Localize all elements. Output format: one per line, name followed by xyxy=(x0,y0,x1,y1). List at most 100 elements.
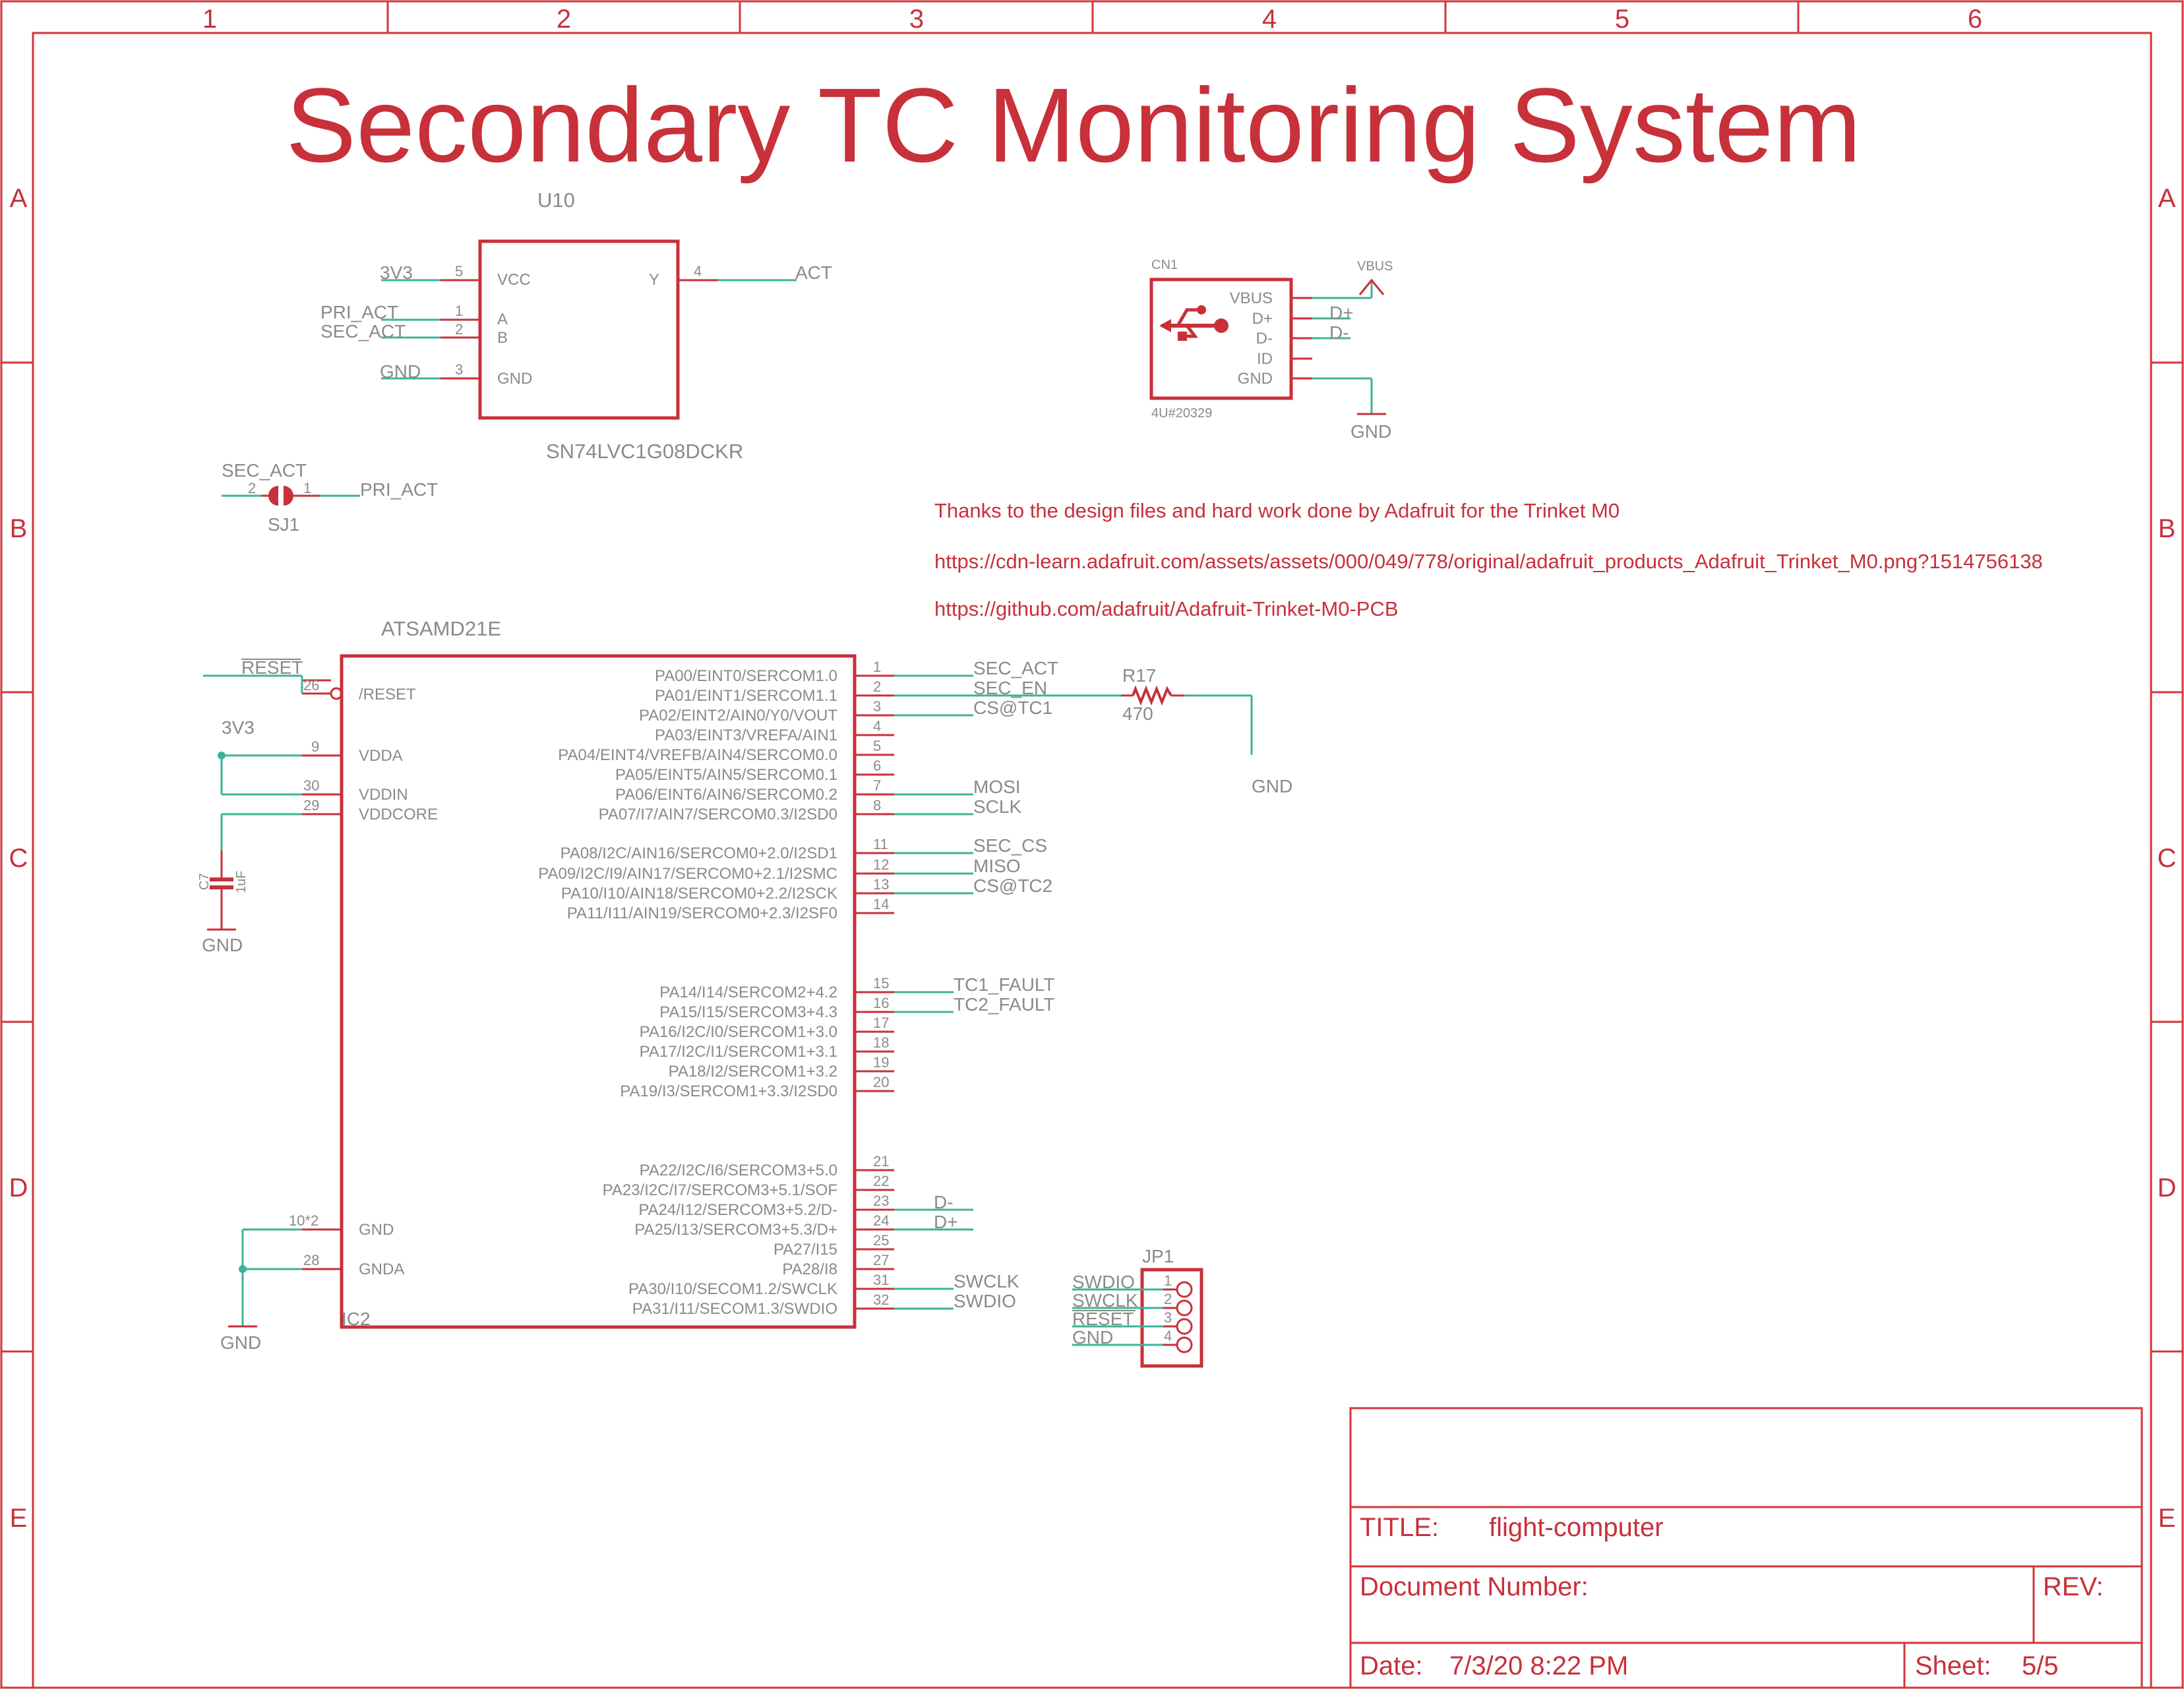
ic2-pa18-label: PA18/I2/SERCOM1+3.2 xyxy=(669,1063,837,1081)
r17-zigzag xyxy=(1132,685,1172,706)
ic2-pin31-num: 31 xyxy=(873,1272,889,1288)
ic2-pa08-label: PA08/I2C/AIN16/SERCOM0+2.0/I2SD1 xyxy=(561,844,837,862)
ic2-vddin-label: VDDIN xyxy=(359,786,408,804)
ic2-net-3v3: 3V3 xyxy=(222,717,255,738)
net-sec-en: SEC_EN xyxy=(973,678,1047,698)
ic2-pin5-num: 5 xyxy=(873,738,881,754)
r17-value: 470 xyxy=(1122,703,1153,724)
zone-col-3: 3 xyxy=(909,5,924,34)
zone-row-e-right: E xyxy=(2158,1504,2176,1533)
u10-value: SN74LVC1G08DCKR xyxy=(546,440,743,463)
usb-icon xyxy=(1159,305,1228,341)
ic2-microcontroller: ATSAMD21E IC2 26 9 30 29 10*2 28 /RESET … xyxy=(197,617,1121,1353)
zone-col-2: 2 xyxy=(557,5,571,34)
ic2-pin11-num: 11 xyxy=(873,836,888,852)
net-sec-cs: SEC_CS xyxy=(973,835,1047,856)
ic2-pa01-label: PA01/EINT1/SERCOM1.1 xyxy=(655,687,837,705)
jp1-pin1-num: 1 xyxy=(1164,1272,1172,1289)
zone-row-a-right: A xyxy=(2158,184,2176,213)
u10-net-3v3: 3V3 xyxy=(380,262,413,283)
document-number-label: Document Number: xyxy=(1360,1572,1589,1601)
r17-resistor: R17 470 GND xyxy=(1121,665,1292,796)
zone-col-1: 1 xyxy=(202,5,217,34)
date-label: Date: xyxy=(1360,1651,1423,1680)
u10-pin2-num: 2 xyxy=(455,321,463,338)
ic2-gnd-symbol: GND xyxy=(220,1332,261,1353)
cn1-net-dminus: D- xyxy=(1329,322,1349,343)
r17-gnd: GND xyxy=(1252,776,1292,796)
sj1-net-right: PRI_ACT xyxy=(360,479,438,500)
ic2-pa10-label: PA10/I10/AIN18/SERCOM0+2.2/I2SCK xyxy=(561,885,837,903)
net-tc1-fault: TC1_FAULT xyxy=(954,974,1055,995)
ic2-pa24-label: PA24/I12/SERCOM3+5.2/D- xyxy=(638,1201,837,1219)
page-title: Secondary TC Monitoring System xyxy=(286,66,1861,184)
sj1-ref: SJ1 xyxy=(268,514,299,535)
zone-col-5: 5 xyxy=(1615,5,1629,34)
ic2-pin16-num: 16 xyxy=(873,995,889,1011)
cn1-pin-dminus: D- xyxy=(1256,330,1273,347)
ic2-pa02-label: PA02/EINT2/AIN0/Y0/VOUT xyxy=(639,707,837,725)
ic2-pin25-num: 25 xyxy=(873,1232,889,1249)
ic2-reset-label: /RESET xyxy=(359,686,416,703)
sj1-pin-right: 1 xyxy=(303,480,311,496)
ic2-pin30-num: 30 xyxy=(303,777,319,794)
u10-net-pri-act: PRI_ACT xyxy=(320,302,398,322)
sj1-pin-left: 2 xyxy=(248,480,256,496)
net-tc2-fault: TC2_FAULT xyxy=(954,994,1055,1015)
ic2-pa14-label: PA14/I14/SERCOM2+4.2 xyxy=(659,984,837,1001)
sj1-right-pad xyxy=(284,486,293,506)
net-sclk: SCLK xyxy=(973,796,1021,817)
ic2-vdda-label: VDDA xyxy=(359,747,403,765)
credits-notes: Thanks to the design files and hard work… xyxy=(934,499,2043,620)
u10-a-label: A xyxy=(497,311,508,328)
ic2-pin1-num: 1 xyxy=(873,659,881,675)
ic2-pa11-label: PA11/I11/AIN19/SERCOM0+2.3/I2SF0 xyxy=(567,904,837,922)
ic2-pa04-label: PA04/EINT4/VREFB/AIN4/SERCOM0.0 xyxy=(558,746,837,764)
ic2-pin21-num: 21 xyxy=(873,1153,889,1170)
ic2-pin13-num: 13 xyxy=(873,876,889,893)
r17-ref: R17 xyxy=(1122,665,1156,686)
u10-b-label: B xyxy=(497,329,508,347)
sheet-label: Sheet: xyxy=(1915,1651,1991,1680)
note-thanks: Thanks to the design files and hard work… xyxy=(934,499,1620,522)
ic2-pin17-num: 17 xyxy=(873,1015,889,1031)
sj1-net-left: SEC_ACT xyxy=(222,460,307,481)
cn1-gnd-symbol: GND xyxy=(1350,421,1391,442)
ic2-pa28-label: PA28/I8 xyxy=(782,1260,837,1278)
cn1-pin-vbus: VBUS xyxy=(1230,289,1273,307)
ic2-pin4-num: 4 xyxy=(873,718,881,734)
net-miso: MISO xyxy=(973,856,1021,876)
u10-pin3-num: 3 xyxy=(455,361,463,378)
zone-row-c-left: C xyxy=(9,844,28,873)
ic2-pin10-num: 10*2 xyxy=(289,1212,318,1229)
zone-row-a-left: A xyxy=(10,184,28,213)
ic2-pa00-label: PA00/EINT0/SERCOM1.0 xyxy=(655,667,837,685)
net-swclk: SWCLK xyxy=(954,1271,1019,1291)
rev-label: REV: xyxy=(2043,1572,2104,1601)
ic2-pin8-num: 8 xyxy=(873,797,881,814)
net-swdio: SWDIO xyxy=(954,1291,1016,1311)
net-dminus: D- xyxy=(934,1192,954,1212)
c7-value: 1uF xyxy=(234,871,249,893)
u10-net-sec-act: SEC_ACT xyxy=(320,321,406,341)
ic2-pa03-label: PA03/EINT3/VREFA/AIN1 xyxy=(655,726,837,744)
u10-pin4-num: 4 xyxy=(694,263,702,280)
ic2-pa15-label: PA15/I15/SERCOM3+4.3 xyxy=(659,1003,837,1021)
ic2-pin26-num: 26 xyxy=(303,677,319,694)
cn1-net-dplus: D+ xyxy=(1329,303,1354,323)
zone-row-d-right: D xyxy=(2158,1173,2177,1202)
title-label: TITLE: xyxy=(1360,1513,1439,1542)
zone-row-e-left: E xyxy=(10,1504,28,1533)
u10-pin1-num: 1 xyxy=(455,303,463,319)
ic2-pa07-label: PA07/I7/AIN7/SERCOM0.3/I2SD0 xyxy=(599,806,837,823)
u10-gnd-label: GND xyxy=(497,370,532,388)
ic2-pa22-label: PA22/I2C/I6/SERCOM3+5.0 xyxy=(640,1162,837,1179)
ic2-pa25-label: PA25/I13/SERCOM3+5.3/D+ xyxy=(634,1221,837,1239)
ic2-pin9-num: 9 xyxy=(311,738,319,755)
net-sec-act: SEC_ACT xyxy=(973,658,1058,678)
ic2-pa05-label: PA05/EINT5/AIN5/SERCOM0.1 xyxy=(615,766,837,784)
ic2-vddcore-label: VDDCORE xyxy=(359,806,438,823)
net-mosi: MOSI xyxy=(973,777,1021,797)
